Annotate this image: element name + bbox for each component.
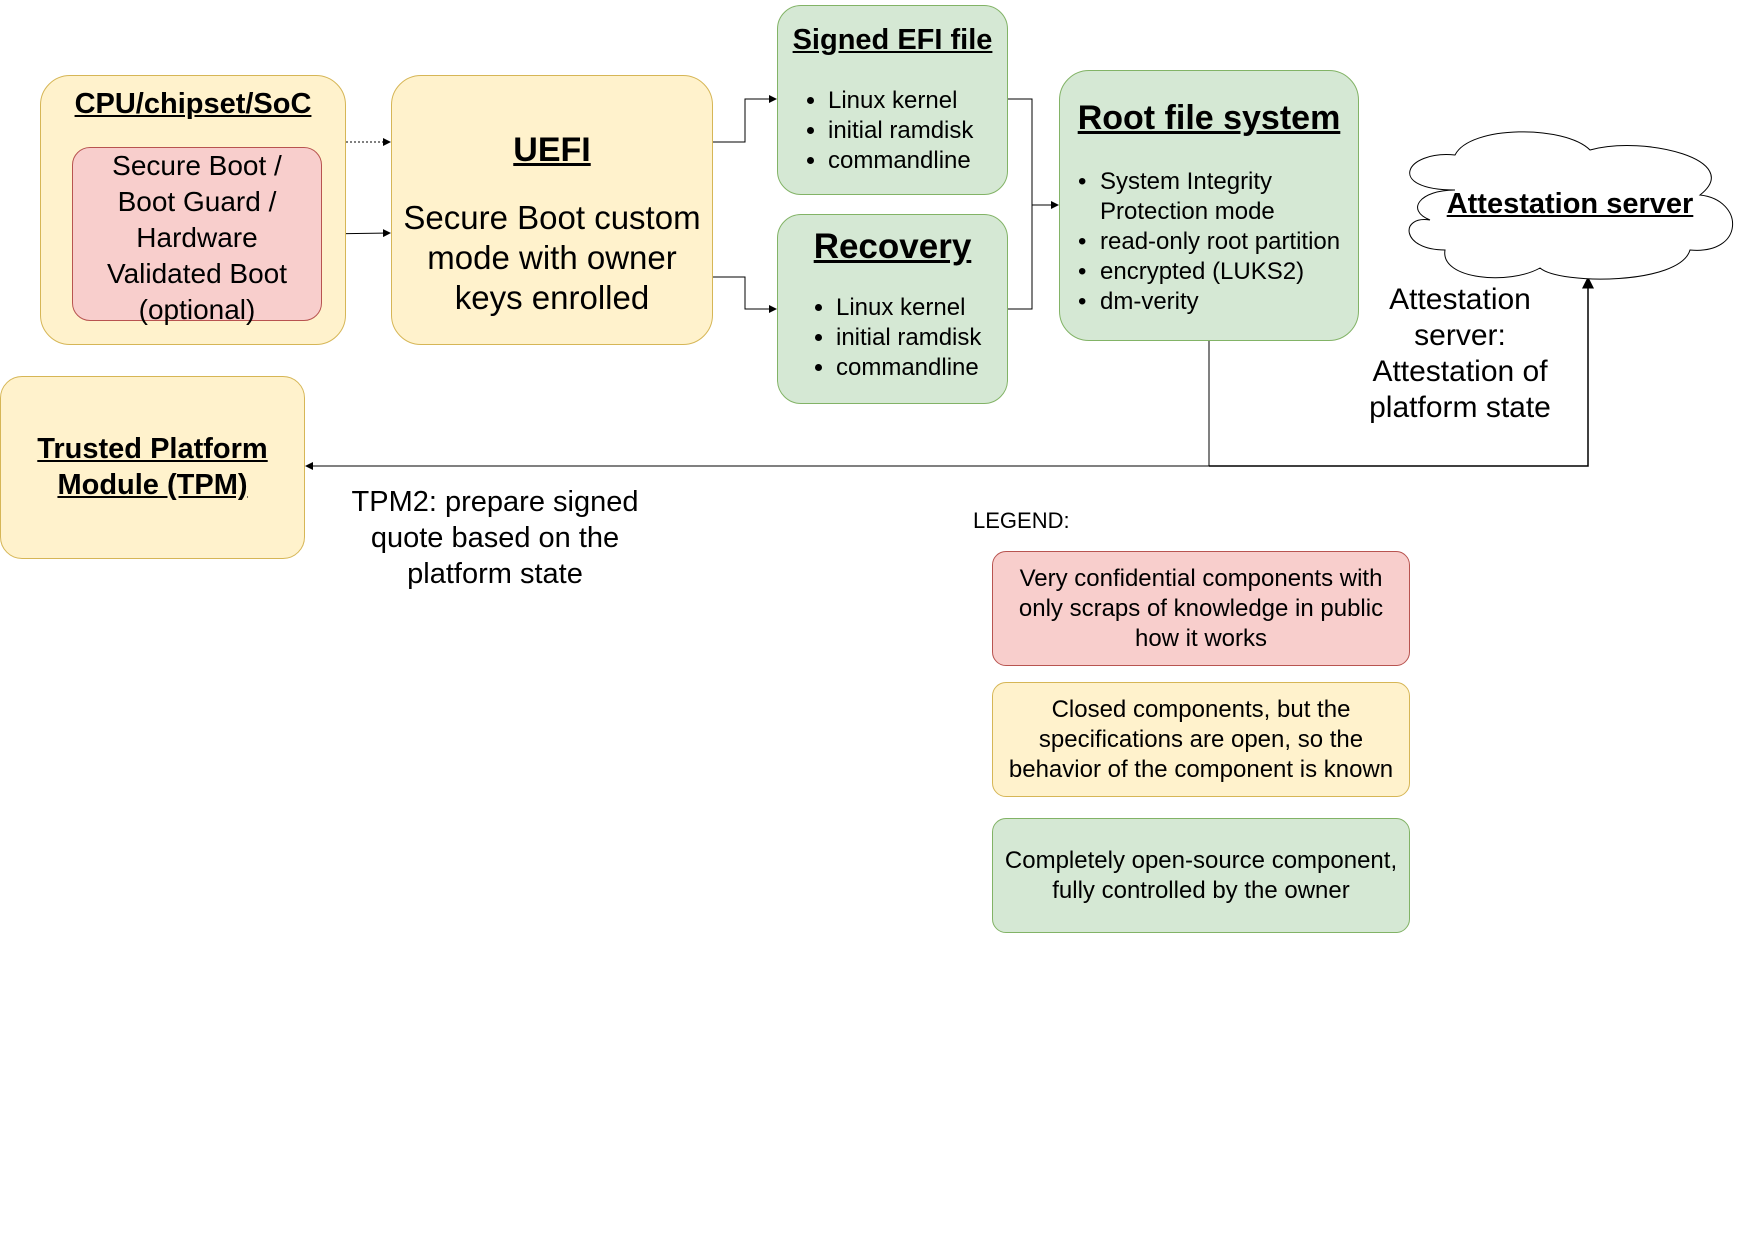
rootfs-item: encrypted (LUKS2) [1100,258,1305,285]
arrow-signed-efi-to-rootfs [1008,98,1059,209]
bullet-icon: • [1078,288,1087,315]
legend-line: fully controlled by the owner [1052,876,1350,904]
tpm-quote-line: platform state [407,558,583,590]
rootfs-item: System Integrity [1100,168,1273,195]
tpm-title: Trusted Platform Module (TPM) [1,431,304,503]
arrow-to-attestation-server [1209,276,1594,467]
recovery-box: Recovery Linux kernel initial ramdisk co… [777,214,1008,404]
secure-boot-line: Boot Guard / [117,186,277,217]
attestation-label-line: Attestation [1389,283,1531,316]
list-item: Linux kernel [836,293,981,323]
secure-boot-line: (optional) [138,294,256,325]
legend-line: Closed components, but the [1051,695,1351,723]
rootfs-item: Protection mode [1100,198,1275,225]
rootfs-list: • System Integrity Protection mode • rea… [1072,167,1340,317]
attestation-label-line: Attestation of [1372,355,1548,388]
legend-line: Completely open-source component, [1004,846,1398,874]
tpm-quote-line: TPM2: prepare signed [351,486,639,518]
list-item: commandline [828,146,973,176]
rootfs-box: Root file system • System Integrity Prot… [1059,70,1359,341]
legend-line: only scraps of knowledge in public [1018,594,1384,622]
arrow-uefi-to-signed-efi [713,95,777,143]
list-item: Linux kernel [828,86,973,116]
arrow-rootfs-to-tpm [305,341,1210,470]
list-item: initial ramdisk [836,323,981,353]
recovery-title: Recovery [813,227,972,266]
tpm-title-line: Trusted Platform [37,433,268,465]
signed-efi-list: Linux kernel initial ramdisk commandline [800,86,973,176]
tpm-quote-line: quote based on the [370,522,620,554]
uefi-box: UEFI Secure Boot custom mode with owner … [391,75,713,345]
arrow-recovery-to-rootfs [1008,205,1033,310]
rootfs-item: read-only root partition [1100,228,1341,255]
bullet-icon: • [1078,258,1087,285]
list-item: • encrypted (LUKS2) [1078,257,1340,287]
rootfs-title: Root file system [1077,99,1341,137]
secure-boot-line: Validated Boot [106,258,288,289]
secure-boot-text: Secure Boot / Boot Guard / Hardware Vali… [73,148,321,328]
signed-efi-title: Signed EFI file [792,24,993,56]
legend-green-box: Completely open-source component, fully … [992,818,1410,933]
list-item: • System Integrity [1078,167,1340,197]
legend-red-box: Very confidential components with only s… [992,551,1410,666]
secure-boot-line: Secure Boot / [112,150,282,181]
legend-green-text: Completely open-source component, fully … [1005,846,1397,906]
arrow-uefi-to-recovery [713,276,777,313]
legend-heading: LEGEND: [973,508,1070,533]
legend-line: behavior of the component is known [1008,755,1394,783]
tpm-quote-label: TPM2: prepare signed quote based on the … [340,484,650,592]
bullet-icon: • [1078,228,1087,255]
list-item: • dm-verity [1078,287,1340,317]
attestation-label: Attestation server: Attestation of platf… [1355,282,1565,426]
legend-line: specifications are open, so the [1038,725,1364,753]
legend-yellow-text: Closed components, but the specification… [1009,695,1393,785]
legend-yellow-box: Closed components, but the specification… [992,682,1410,797]
list-item: Protection mode [1100,197,1340,227]
uefi-line: mode with owner [427,239,677,276]
signed-efi-box: Signed EFI file Linux kernel initial ram… [777,5,1008,195]
uefi-line: Secure Boot custom [403,199,701,236]
legend-line: how it works [1134,624,1268,652]
list-item: commandline [836,353,981,383]
secure-boot-line: Hardware [136,222,258,253]
tpm-box: Trusted Platform Module (TPM) [0,376,305,559]
attestation-cloud-shape [1408,131,1734,280]
attestation-server-title: Attestation server [1446,188,1694,220]
tpm-title-line: Module (TPM) [57,469,248,501]
attestation-label-line: platform state [1369,391,1551,424]
attestation-label-line: server: [1414,319,1506,352]
list-item: initial ramdisk [828,116,973,146]
uefi-title: UEFI [513,131,591,169]
list-item: • read-only root partition [1078,227,1341,257]
rootfs-item: dm-verity [1100,288,1199,315]
cpu-chipset-title: CPU/chipset/SoC [74,88,312,120]
recovery-list: Linux kernel initial ramdisk commandline [808,293,981,383]
uefi-description: Secure Boot custom mode with owner keys … [392,198,712,318]
legend-line: Very confidential components with [1019,564,1383,592]
bullet-icon: • [1078,168,1087,195]
secure-boot-box: Secure Boot / Boot Guard / Hardware Vali… [72,147,322,325]
uefi-line: keys enrolled [454,279,650,316]
legend-red-text: Very confidential components with only s… [1019,564,1383,654]
